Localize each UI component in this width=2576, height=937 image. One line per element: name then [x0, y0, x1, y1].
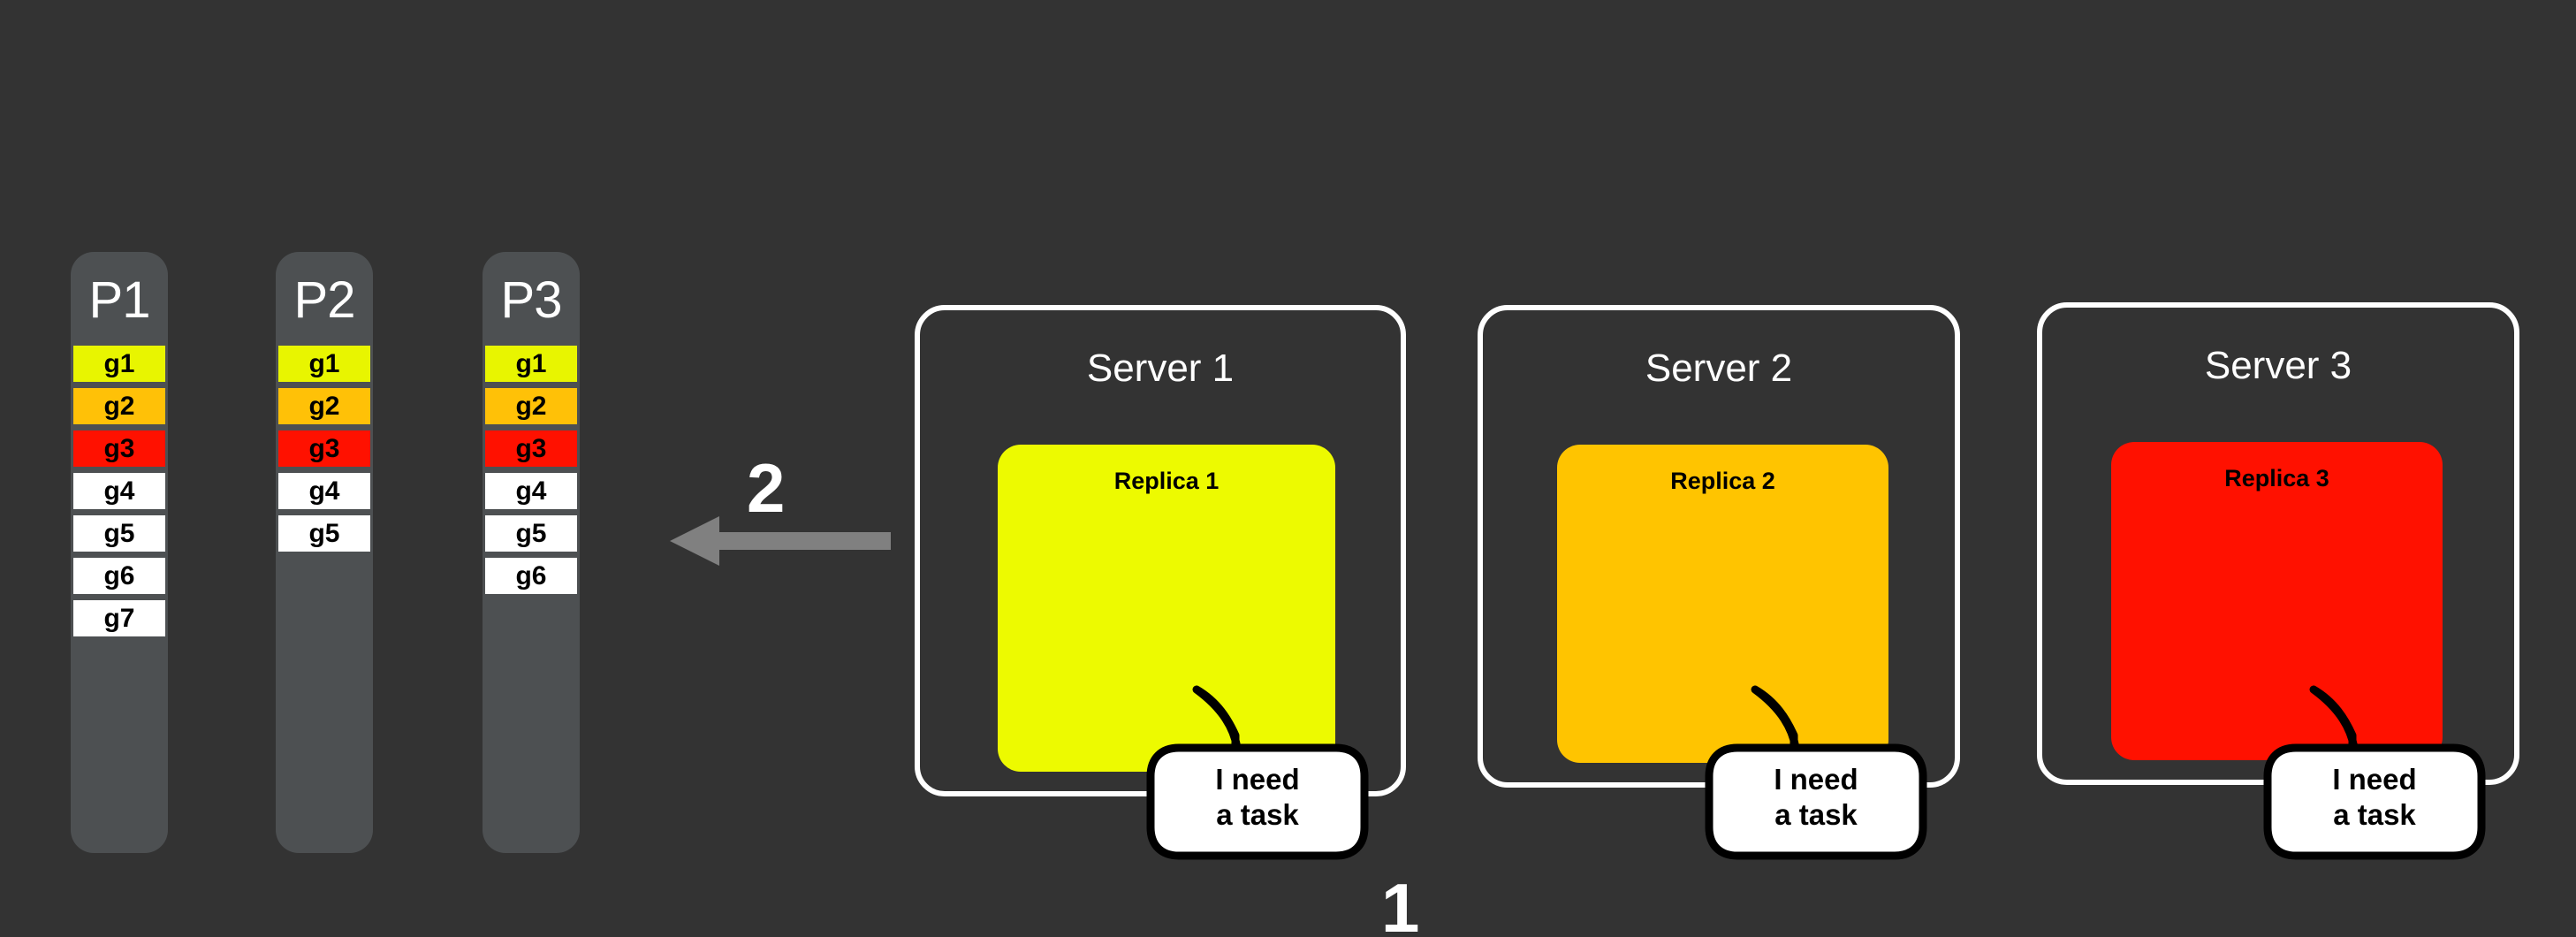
task-list: g1 g2 g3 g4 g5 — [276, 346, 373, 552]
server-1: Server 1 Replica 1 — [915, 305, 1406, 796]
step-2-label: 2 — [747, 449, 786, 527]
task-chip: g3 — [485, 430, 577, 467]
task-chip: g2 — [485, 388, 577, 424]
speech-bubble-server-1: I need a task — [1142, 685, 1373, 865]
task-chip: g2 — [278, 388, 370, 424]
task-chip: g5 — [485, 515, 577, 552]
replica-1-box: Replica 1 — [998, 445, 1335, 772]
task-chip: g5 — [278, 515, 370, 552]
server-title: Server 2 — [1645, 347, 1793, 390]
task-chip: g1 — [73, 346, 165, 382]
task-chip: g6 — [485, 558, 577, 594]
task-chip: g6 — [73, 558, 165, 594]
task-chip: g7 — [73, 600, 165, 636]
task-chip: g4 — [278, 473, 370, 509]
partition-title: P1 — [88, 271, 151, 329]
server-title: Server 3 — [2204, 344, 2352, 387]
server-2: Server 2 Replica 2 — [1478, 305, 1960, 788]
task-chip: g1 — [278, 346, 370, 382]
flow-arrow-left-icon — [670, 513, 891, 569]
replica-2-box: Replica 2 — [1557, 445, 1888, 763]
replica-label: Replica 3 — [2224, 465, 2329, 491]
task-list: g1 g2 g3 g4 g5 g6 — [483, 346, 580, 594]
step-1-label: 1 — [1381, 869, 1420, 937]
task-chip: g1 — [485, 346, 577, 382]
partition-title: P2 — [293, 271, 356, 329]
partition-title: P3 — [500, 271, 563, 329]
task-chip: g3 — [73, 430, 165, 467]
task-chip: g2 — [73, 388, 165, 424]
task-chip: g5 — [73, 515, 165, 552]
task-chip: g3 — [278, 430, 370, 467]
partition-p1: P1 g1 g2 g3 g4 g5 g6 g7 — [71, 252, 168, 853]
speech-bubble-text: I need a task — [1774, 763, 1858, 832]
speech-bubble-server-2: I need a task — [1700, 685, 1932, 865]
replica-label: Replica 2 — [1670, 468, 1775, 494]
task-chip: g4 — [485, 473, 577, 509]
speech-bubble-text: I need a task — [1215, 763, 1300, 832]
partition-p3: P3 g1 g2 g3 g4 g5 g6 — [483, 252, 580, 853]
replica-label: Replica 1 — [1113, 468, 1220, 494]
speech-bubble-text: I need a task — [2332, 763, 2417, 832]
speech-bubble-server-3: I need a task — [2259, 685, 2490, 865]
partition-p2: P2 g1 g2 g3 g4 g5 — [276, 252, 373, 853]
replica-3-box: Replica 3 — [2111, 442, 2443, 760]
task-list: g1 g2 g3 g4 g5 g6 g7 — [71, 346, 168, 636]
task-chip: g4 — [73, 473, 165, 509]
server-title: Server 1 — [1086, 347, 1235, 390]
